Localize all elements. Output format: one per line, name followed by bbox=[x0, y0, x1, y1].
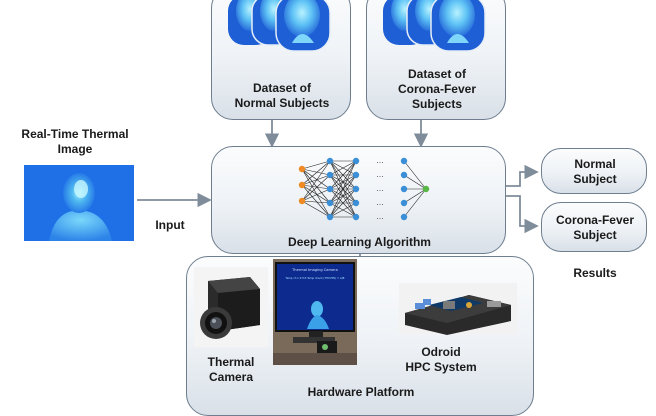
hardware-platform-box: Thermal Camera Thermal Imaging Camera Te… bbox=[186, 256, 534, 416]
nn-edge bbox=[403, 160, 427, 190]
nn-edge bbox=[301, 184, 331, 218]
nn-edge bbox=[329, 160, 357, 190]
dataset-normal-box: Dataset of Normal Subjects bbox=[211, 0, 351, 120]
output-normal-label: Normal Subject bbox=[573, 157, 617, 186]
input-arrow-label: Input bbox=[155, 218, 185, 232]
nn-edge bbox=[403, 174, 427, 190]
nn-edge bbox=[301, 160, 331, 202]
nn-edge bbox=[301, 168, 331, 190]
nn-ellipsis: … bbox=[376, 198, 384, 207]
dataset-fever-box: Dataset of Corona-Fever Subjects bbox=[366, 0, 506, 120]
hardware-platform-label: Hardware Platform bbox=[307, 385, 415, 399]
deep-learning-box: … … … … … Deep Learning Algorithm bbox=[211, 146, 506, 254]
neural-network-icon: … … … … … bbox=[298, 156, 430, 221]
nn-node bbox=[326, 157, 334, 165]
thermal-image-stack bbox=[228, 0, 331, 52]
nn-edge bbox=[301, 184, 331, 204]
nn-edge bbox=[329, 160, 357, 176]
odroid-label: Odroid HPC System bbox=[405, 345, 477, 374]
monitor-line-text: Temp ch 1 27C3 Temp check (TH0 PPS) = A/… bbox=[286, 276, 345, 280]
input-image-title: Real-Time Thermal Image bbox=[21, 127, 129, 156]
nn-node bbox=[326, 199, 334, 207]
nn-node bbox=[326, 185, 334, 193]
nn-edge bbox=[301, 160, 331, 170]
nn-node bbox=[422, 185, 430, 193]
nn-edge bbox=[301, 160, 331, 186]
nn-edge bbox=[301, 168, 331, 218]
nn-edge bbox=[301, 184, 331, 190]
camera-label: Thermal Camera bbox=[207, 355, 255, 384]
nn-edge bbox=[301, 168, 331, 176]
nn-edge bbox=[301, 174, 331, 186]
output-fever-box: Corona-Fever Subject bbox=[541, 202, 647, 252]
dataset-fever-label: Dataset of Corona-Fever Subjects bbox=[397, 67, 477, 111]
nn-ellipsis: … bbox=[376, 184, 384, 193]
nn-node bbox=[352, 185, 360, 193]
nn-edge bbox=[301, 174, 331, 202]
nn-edge bbox=[329, 160, 357, 218]
nn-ellipsis: … bbox=[376, 156, 384, 165]
thermal-image-stack bbox=[383, 0, 486, 52]
nn-node bbox=[400, 171, 408, 179]
nn-node bbox=[298, 165, 306, 173]
nn-node bbox=[326, 171, 334, 179]
nn-edge bbox=[329, 188, 357, 218]
nn-node bbox=[352, 157, 360, 165]
odroid-board-image bbox=[399, 283, 517, 335]
monitor-title-text: Thermal Imaging Camera bbox=[291, 268, 338, 272]
nn-edge bbox=[329, 160, 357, 204]
nn-edge bbox=[403, 188, 427, 204]
nn-edge bbox=[301, 188, 331, 202]
dataset-normal-label: Dataset of Normal Subjects bbox=[234, 81, 330, 110]
thermal-camera-image bbox=[194, 267, 268, 347]
nn-node bbox=[400, 157, 408, 165]
nn-edge bbox=[301, 200, 331, 204]
nn-node bbox=[400, 213, 408, 221]
results-label: Results bbox=[573, 266, 617, 280]
nn-node bbox=[352, 171, 360, 179]
thermal-input-image bbox=[24, 165, 134, 241]
nn-node bbox=[400, 199, 408, 207]
nn-edge bbox=[301, 168, 331, 204]
nn-edge bbox=[329, 174, 357, 218]
nn-ellipsis: … bbox=[376, 212, 384, 221]
nn-node bbox=[326, 213, 334, 221]
nn-edge bbox=[403, 188, 427, 218]
output-normal-box: Normal Subject bbox=[541, 148, 647, 194]
nn-node bbox=[352, 199, 360, 207]
monitor-image: Thermal Imaging Camera Temp ch 1 27C3 Te… bbox=[273, 259, 357, 365]
output-fever-label: Corona-Fever Subject bbox=[555, 213, 635, 242]
nn-edge bbox=[329, 202, 357, 218]
nn-ellipsis: … bbox=[376, 170, 384, 179]
nn-node bbox=[298, 181, 306, 189]
nn-edge bbox=[301, 200, 331, 218]
deep-learning-label: Deep Learning Algorithm bbox=[288, 235, 431, 249]
nn-node bbox=[400, 185, 408, 193]
nn-node bbox=[352, 213, 360, 221]
nn-node bbox=[298, 197, 306, 205]
